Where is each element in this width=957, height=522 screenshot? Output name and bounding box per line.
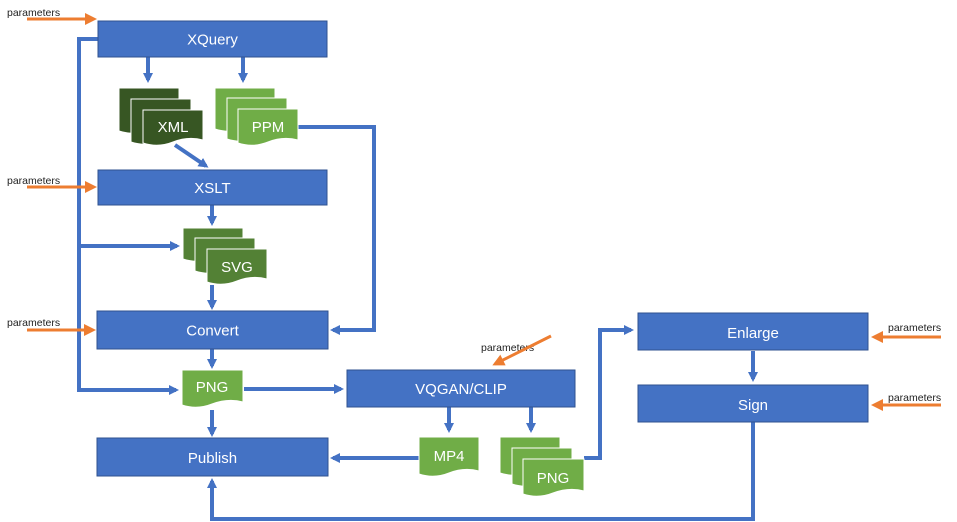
document-png-multi-label: PNG bbox=[537, 470, 570, 487]
param-convert: parameters bbox=[7, 317, 96, 336]
connector-xml-xslt bbox=[173, 143, 209, 168]
process-enlarge[interactable]: Enlarge bbox=[637, 312, 869, 351]
process-xslt[interactable]: XSLT bbox=[97, 169, 328, 206]
document-ppm[interactable]: PPM bbox=[214, 87, 299, 146]
document-mp4-label: MP4 bbox=[434, 448, 465, 465]
connector-xquery-bypass bbox=[77, 37, 179, 395]
param-xslt-label: parameters bbox=[7, 175, 60, 187]
process-xslt-label: XSLT bbox=[194, 180, 230, 197]
process-xquery[interactable]: XQuery bbox=[97, 20, 328, 58]
param-xslt: parameters bbox=[7, 175, 97, 193]
process-sign-label: Sign bbox=[738, 397, 768, 414]
param-sign: parameters bbox=[871, 392, 941, 411]
process-vqgan-clip-label: VQGAN/CLIP bbox=[415, 381, 507, 398]
document-xml-label: XML bbox=[158, 119, 189, 136]
param-vqgan-arrow bbox=[492, 334, 552, 366]
document-png[interactable]: PNG bbox=[181, 369, 244, 408]
param-convert-label: parameters bbox=[7, 317, 60, 329]
document-png-multi[interactable]: PNG bbox=[499, 436, 585, 497]
process-convert-label: Convert bbox=[186, 323, 239, 340]
process-xquery-label: XQuery bbox=[187, 32, 238, 49]
param-sign-label: parameters bbox=[888, 392, 941, 404]
document-png-label: PNG bbox=[196, 379, 229, 396]
document-svg-label: SVG bbox=[221, 259, 253, 276]
process-publish[interactable]: Publish bbox=[96, 437, 329, 477]
process-sign[interactable]: Sign bbox=[637, 384, 869, 423]
process-enlarge-label: Enlarge bbox=[727, 325, 779, 342]
connectors bbox=[77, 37, 758, 521]
process-vqgan-clip[interactable]: VQGAN/CLIP bbox=[346, 369, 576, 408]
param-xquery: parameters bbox=[7, 7, 97, 25]
connector-ppm-convert bbox=[298, 125, 376, 335]
connector-sign-publish bbox=[207, 422, 755, 521]
document-ppm-label: PPM bbox=[252, 119, 285, 136]
param-enlarge-label: parameters bbox=[888, 322, 941, 334]
process-publish-label: Publish bbox=[188, 450, 237, 467]
process-convert[interactable]: Convert bbox=[96, 310, 329, 350]
param-xquery-label: parameters bbox=[7, 7, 60, 19]
connector-pngmulti-enlarge bbox=[584, 325, 634, 460]
document-xml[interactable]: XML bbox=[118, 87, 204, 146]
param-enlarge: parameters bbox=[871, 322, 941, 343]
param-vqgan: parameters bbox=[481, 334, 552, 366]
document-svg[interactable]: SVG bbox=[182, 227, 268, 285]
document-mp4[interactable]: MP4 bbox=[418, 436, 480, 477]
